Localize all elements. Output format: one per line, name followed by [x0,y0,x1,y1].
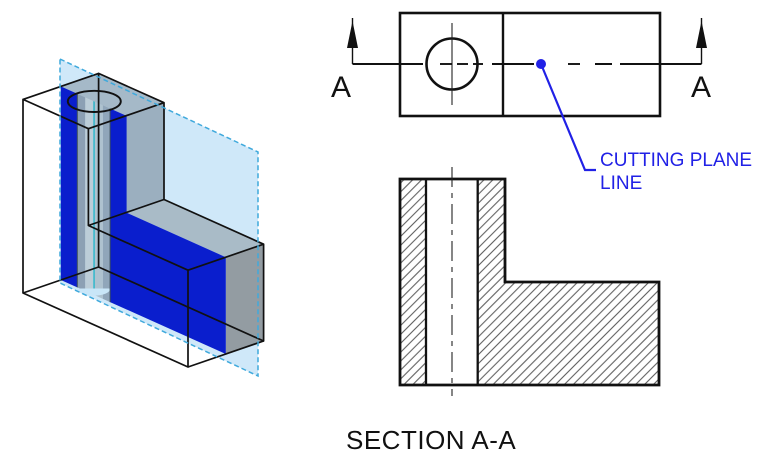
hole-bottom-opening [76,288,111,296]
cutting-plane-border [59,57,259,378]
cut-face-left-strip [60,86,78,288]
callout-text-line2: LINE [600,173,642,194]
hatch-left-strip [400,179,426,385]
shaded-column-right-face [126,102,164,213]
arrowhead-icon [696,21,707,48]
shaded-arm-top-face [126,199,264,258]
cut-face-right-strip [110,108,127,310]
top-view: A A [331,11,711,118]
cut-face-arm [126,212,226,354]
shaded-arm-end-face [225,244,264,354]
section-view: SECTION A-A [346,167,661,455]
section-label-a-right: A [691,71,711,104]
isometric-view [22,57,265,378]
section-arrow-left [347,18,358,64]
arrowhead-icon [347,21,358,48]
section-outline [398,177,661,387]
section-caption: SECTION A-A [346,425,516,455]
section-label-a-left: A [331,71,351,104]
block-wireframe [22,72,265,368]
section-arrow-right [696,18,707,64]
callout-text-line1: CUTTING PLANE [600,150,752,171]
cutting-plane-callout: CUTTING PLANE LINE [536,59,752,194]
hole-top-edge [66,89,122,113]
callout-leader-line [539,63,596,172]
